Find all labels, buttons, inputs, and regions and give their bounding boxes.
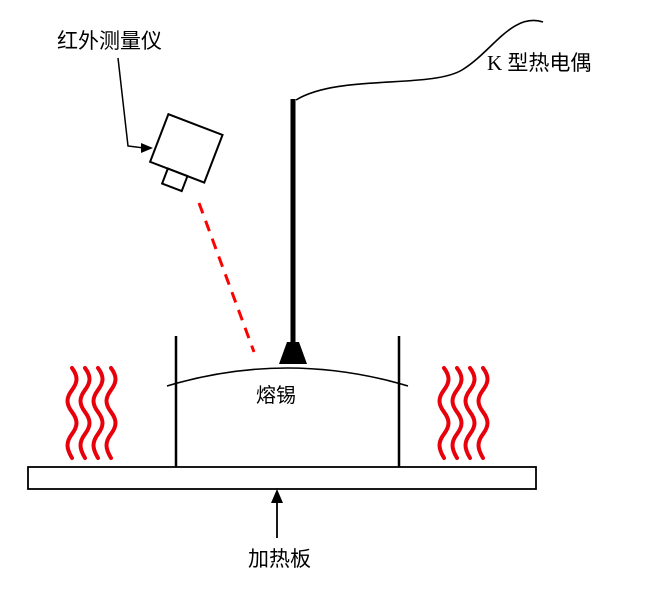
- infrared-camera-nozzle: [160, 167, 189, 193]
- heat-wave: [476, 366, 490, 460]
- heater-label: 加热板: [248, 547, 311, 571]
- infrared-leader-arrowhead: [141, 143, 153, 153]
- solder-label: 熔锡: [256, 384, 296, 407]
- heating-plate: [27, 466, 537, 490]
- probe-tip: [279, 342, 307, 364]
- heat-wave: [450, 366, 464, 460]
- infrared-camera: [148, 112, 224, 193]
- heat-waves-right: [437, 366, 490, 460]
- thermocouple-wire: [295, 19, 544, 101]
- heat-waves-left: [65, 366, 118, 460]
- solder-dome: [166, 367, 409, 387]
- heat-wave: [78, 366, 92, 460]
- heat-wave: [91, 366, 105, 460]
- infrared-camera-body: [148, 112, 224, 184]
- heat-wave: [463, 366, 477, 460]
- heat-wave: [437, 366, 451, 460]
- heater-arrowhead: [271, 489, 283, 503]
- heat-wave: [104, 366, 118, 460]
- laser-beam: [197, 202, 256, 353]
- thermocouple-label: K 型热电偶: [487, 51, 591, 75]
- infrared-leader-line: [117, 57, 145, 149]
- heat-wave: [65, 366, 79, 460]
- infrared-instrument-label: 红外测量仪: [57, 29, 162, 53]
